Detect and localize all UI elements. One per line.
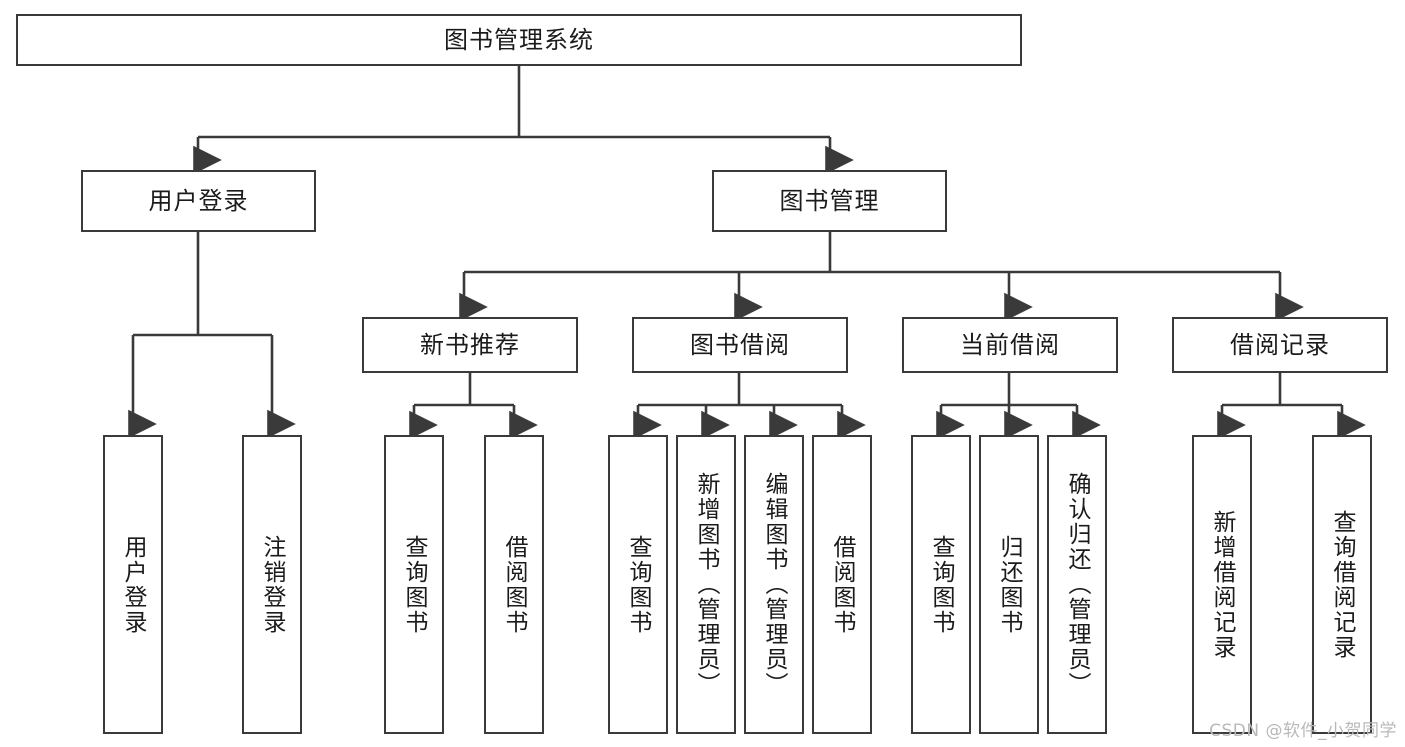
node-borrow-record[interactable]: 借阅记录 [1172,317,1388,373]
node-current-borrow[interactable]: 当前借阅 [902,317,1118,373]
node-user-login-label: 用户登录 [148,186,249,215]
node-root-label: 图书管理系统 [444,25,594,54]
node-leaf-logout-login-label: 注销登录 [259,534,286,635]
node-leaf-query-record-label: 查询借阅记录 [1329,509,1356,660]
node-leaf-query-book-3[interactable]: 查询图书 [911,435,971,734]
node-leaf-confirm-return-label: 确认归还（管理员） [1064,472,1091,697]
node-leaf-edit-book-label: 编辑图书（管理员） [761,472,788,697]
node-leaf-borrow-book-2-label: 借阅图书 [829,534,856,635]
node-borrow-record-label: 借阅记录 [1230,330,1330,359]
node-leaf-add-record-label: 新增借阅记录 [1209,509,1236,660]
node-leaf-user-login[interactable]: 用户登录 [103,435,163,734]
node-current-borrow-label: 当前借阅 [960,330,1060,359]
node-book-borrow-label: 图书借阅 [690,330,790,359]
node-leaf-query-book-1[interactable]: 查询图书 [384,435,444,734]
node-leaf-return-book-label: 归还图书 [996,534,1023,635]
node-leaf-query-book-3-label: 查询图书 [928,534,955,635]
node-root[interactable]: 图书管理系统 [16,14,1022,66]
node-leaf-query-record[interactable]: 查询借阅记录 [1312,435,1372,734]
node-book-manage[interactable]: 图书管理 [712,170,947,232]
node-user-login[interactable]: 用户登录 [81,170,316,232]
node-leaf-borrow-book-1[interactable]: 借阅图书 [484,435,544,734]
node-leaf-query-book-1-label: 查询图书 [401,534,428,635]
node-leaf-query-book-2-label: 查询图书 [625,534,652,635]
node-leaf-add-book[interactable]: 新增图书（管理员） [676,435,736,734]
node-leaf-return-book[interactable]: 归还图书 [979,435,1039,734]
node-leaf-query-book-2[interactable]: 查询图书 [608,435,668,734]
node-book-borrow[interactable]: 图书借阅 [632,317,848,373]
node-leaf-add-record[interactable]: 新增借阅记录 [1192,435,1252,734]
node-leaf-borrow-book-1-label: 借阅图书 [501,534,528,635]
node-leaf-logout-login[interactable]: 注销登录 [242,435,302,734]
node-leaf-add-book-label: 新增图书（管理员） [693,472,720,697]
node-leaf-user-login-label: 用户登录 [120,534,147,635]
node-new-book-recommend-label: 新书推荐 [420,330,520,359]
node-leaf-confirm-return[interactable]: 确认归还（管理员） [1047,435,1107,734]
node-leaf-borrow-book-2[interactable]: 借阅图书 [812,435,872,734]
node-new-book-recommend[interactable]: 新书推荐 [362,317,578,373]
node-book-manage-label: 图书管理 [779,186,880,215]
node-leaf-edit-book[interactable]: 编辑图书（管理员） [744,435,804,734]
